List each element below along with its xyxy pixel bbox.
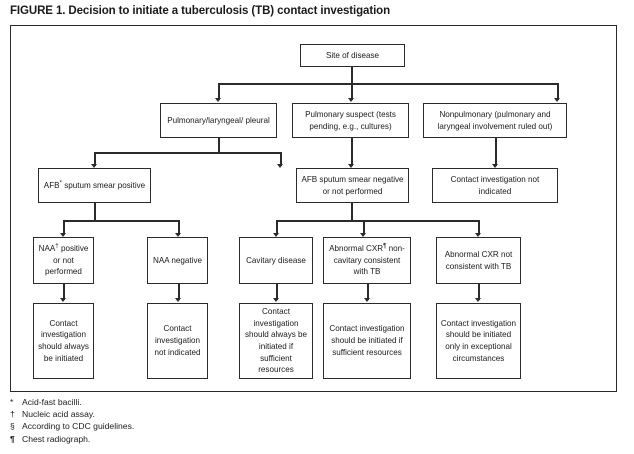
connector-afbpos-to-naaneg	[178, 220, 180, 235]
node-label: Pulmonary suspect (tests pending, e.g., …	[305, 109, 396, 131]
arrow-root-to-l1c	[554, 98, 561, 102]
node-nonpulmonary: Nonpulmonary (pulmonary and laryngeal in…	[423, 103, 567, 138]
node-afb-smear-positive: AFB* sputum smear positive	[38, 168, 151, 203]
node-label: NAA† positive or not performed	[38, 242, 89, 277]
node-cavitary-disease: Cavitary disease	[239, 237, 313, 284]
node-label: Contact investigation should be initiate…	[440, 318, 517, 363]
node-label: Pulmonary/laryngeal/ pleural	[167, 115, 270, 125]
node-label: Contact investigation should always be i…	[244, 306, 308, 375]
connector-l1a-bus	[94, 152, 281, 154]
node-label: Site of disease	[325, 50, 380, 60]
arrow-naapos-to-outcome	[60, 298, 67, 302]
node-site-of-disease: Site of disease	[300, 44, 405, 67]
node-label: Abnormal CXR not consistent with TB	[444, 249, 513, 271]
arrow-naaneg-to-outcome	[175, 298, 182, 302]
connector-l1b-to-afbneg	[351, 138, 353, 166]
arrow-root-to-l1a	[215, 98, 222, 102]
footnote-text: According to CDC guidelines.	[22, 421, 135, 432]
footnote-item: * Acid-fast bacilli.	[10, 396, 410, 408]
footnote-item: § According to CDC guidelines.	[10, 420, 410, 432]
node-naa-negative: NAA negative	[147, 237, 208, 284]
arrow-l1a-to-afbpos	[91, 164, 98, 168]
node-outcome-exceptional: Contact investigation should be initiate…	[436, 303, 521, 379]
arrow-afbneg-to-cxrnotcons	[475, 233, 482, 237]
arrow-l1b-to-afbneg	[348, 164, 355, 168]
connector-afbpos-bus	[63, 220, 179, 222]
footnote-marker: †	[55, 242, 59, 250]
node-label: AFB* sputum smear positive	[43, 178, 146, 190]
node-afb-smear-negative: AFB sputum smear negative or not perform…	[296, 168, 409, 203]
arrow-cxrnoncav-to-outcome	[364, 298, 371, 302]
connector-cavitary-to-outcome	[276, 284, 278, 300]
node-naa-positive: NAA† positive or not performed	[33, 237, 94, 284]
node-label: Nonpulmonary (pulmonary and laryngeal in…	[437, 109, 553, 131]
node-label: Contact investigation should be initiate…	[329, 324, 405, 357]
connector-cxrnoncav-to-outcome	[367, 284, 369, 300]
node-abnormal-cxr-noncavitary: Abnormal CXR¶ non-cavitary consistent wi…	[323, 237, 411, 284]
node-pulmonary-laryngeal-pleural: Pulmonary/laryngeal/ pleural	[160, 103, 277, 138]
footnote-marker: *	[59, 178, 62, 186]
node-outcome-not-indicated: Contact investigation not indicated	[147, 303, 208, 379]
footnote-item: ¶ Chest radiograph.	[10, 433, 410, 445]
connector-l1c-to-notindicated	[495, 138, 497, 166]
arrow-afbpos-to-naapos	[60, 233, 67, 237]
connector-l1a-to-afbneg	[280, 152, 282, 166]
connector-root-to-l1c	[557, 83, 559, 100]
node-outcome-always-if-sufficient: Contact investigation should always be i…	[239, 303, 313, 379]
node-label: NAA negative	[152, 255, 203, 265]
arrow-root-to-l1b	[348, 98, 355, 102]
arrow-cavitary-to-outcome	[273, 298, 280, 302]
node-label: Cavitary disease	[246, 255, 306, 265]
figure-frame: Site of disease Pulmonary/laryngeal/ ple…	[10, 25, 617, 392]
node-label: Contact investigation not indicated	[154, 324, 201, 357]
connector-cxrnotcons-to-outcome	[478, 284, 480, 300]
footnote-marker: ¶	[383, 242, 387, 250]
arrow-afbpos-to-naaneg	[175, 233, 182, 237]
arrow-afbneg-to-cavitary	[273, 233, 280, 237]
connector-afbpos-to-naapos	[63, 220, 65, 235]
footnote-symbol: *	[10, 397, 14, 407]
footnotes-list: * Acid-fast bacilli. † Nucleic acid assa…	[10, 396, 410, 445]
connector-afbneg-to-cxrnotcons	[478, 220, 480, 235]
node-pulmonary-suspect: Pulmonary suspect (tests pending, e.g., …	[292, 103, 409, 138]
arrow-afbneg-to-cxrnoncav	[360, 233, 367, 237]
footnote-text: Chest radiograph.	[22, 433, 91, 444]
connector-root-stem	[351, 67, 353, 84]
footnote-item: † Nucleic acid assay.	[10, 408, 410, 420]
page-title: FIGURE 1. Decision to initiate a tubercu…	[10, 5, 391, 17]
footnote-text: Acid-fast bacilli.	[22, 397, 82, 407]
connector-afbneg-stem	[351, 203, 353, 221]
footnote-text: Nucleic acid assay.	[22, 409, 95, 420]
footnote-symbol: †	[10, 409, 15, 420]
connector-naapos-to-outcome	[63, 284, 65, 300]
node-label: Contact investigation should always be i…	[38, 318, 89, 363]
connector-afbneg-bus	[276, 220, 479, 222]
footnote-symbol: §	[10, 421, 15, 432]
connector-l1a-stem	[218, 138, 220, 153]
node-outcome-always-initiated: Contact investigation should always be i…	[33, 303, 94, 379]
connector-naaneg-to-outcome	[178, 284, 180, 300]
node-label: AFB sputum smear negative or not perform…	[301, 174, 404, 196]
connector-root-to-l1b	[351, 83, 353, 100]
footnote-symbol: ¶	[10, 433, 15, 444]
connector-l1a-to-afbpos	[94, 152, 96, 166]
node-abnormal-cxr-not-consistent: Abnormal CXR not consistent with TB	[436, 237, 521, 284]
connector-afbneg-to-cavitary	[276, 220, 278, 235]
connector-afbneg-to-cxrnoncav	[363, 220, 365, 235]
node-label: Abnormal CXR¶ non-cavitary consistent wi…	[329, 242, 405, 277]
arrow-l1a-to-afbneg	[277, 164, 284, 168]
arrow-cxrnotcons-to-outcome	[475, 298, 482, 302]
connector-afbpos-stem	[94, 203, 96, 221]
node-outcome-initiated-if-sufficient: Contact investigation should be initiate…	[323, 303, 411, 379]
node-label: Contact investigation not indicated	[450, 174, 540, 196]
connector-root-to-l1a	[218, 83, 220, 100]
connector-root-bus	[218, 83, 557, 85]
node-contact-not-indicated-nonpulm: Contact investigation not indicated	[432, 168, 558, 203]
arrow-l1c-to-notindicated	[492, 164, 499, 168]
